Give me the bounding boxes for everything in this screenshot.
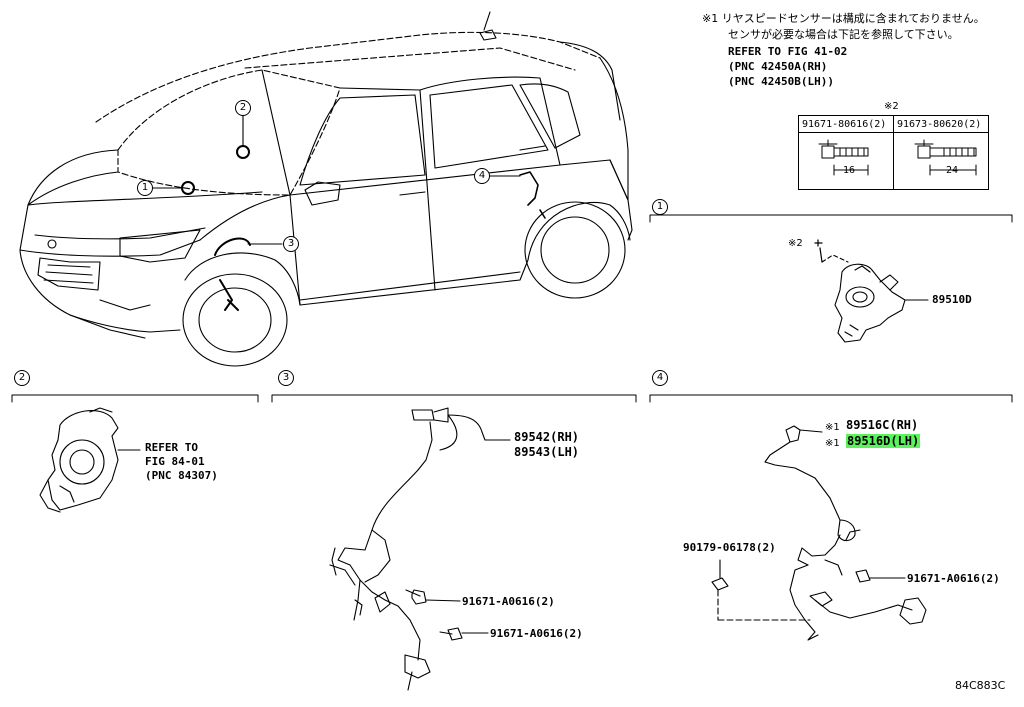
car-illustration — [19, 11, 633, 367]
note-line-5: (PNC 42450B(LH)) — [728, 75, 834, 88]
section-2-ref-3[interactable]: (PNC 84307) — [145, 469, 218, 482]
note-line-4: (PNC 42450A(RH) — [728, 60, 828, 73]
bolt-91671-a0616-lower[interactable]: 91671-A0616(2) — [490, 627, 583, 640]
section-dividers — [11, 214, 1013, 403]
part-89510D[interactable]: 89510D — [932, 293, 972, 306]
section-4-marker: 4 — [652, 370, 668, 386]
callout-2[interactable]: 2 — [235, 100, 251, 116]
front-speed-sensor-drawing — [329, 407, 511, 691]
figure-id: 84C883C — [955, 679, 1006, 692]
section-4-mark-rh: ※1 — [825, 422, 840, 433]
note-line-3: REFER TO FIG 41-02 — [728, 45, 848, 58]
section-4-mark-lh: ※1 — [825, 438, 840, 449]
yaw-rate-sensor-drawing — [814, 239, 929, 343]
section-1-marker: 1 — [652, 199, 668, 215]
bolt-table-header-2: 91673-80620(2) — [893, 115, 989, 133]
part-89516D-lh[interactable]: 89516D(LH) — [846, 434, 921, 448]
part-89543-lh[interactable]: 89543(LH) — [514, 445, 580, 459]
part-89516D-highlight[interactable]: 89516D(LH) — [846, 434, 921, 448]
section-2-marker: 2 — [14, 370, 30, 386]
section-3-marker: 3 — [278, 370, 294, 386]
rear-speed-sensor-drawing — [711, 425, 927, 641]
bolt-91671-a0616-rear[interactable]: 91671-A0616(2) — [907, 572, 1000, 585]
callout-4[interactable]: 4 — [474, 168, 490, 184]
note-line-1: ※1 リヤスピードセンサーは構成に含まれておりません。 — [702, 12, 985, 25]
callout-3[interactable]: 3 — [283, 236, 299, 252]
bolt-table: 91671-80616(2) 91673-80620(2) — [798, 115, 989, 190]
section-2-ref-1[interactable]: REFER TO — [145, 441, 198, 454]
part-89542-rh[interactable]: 89542(RH) — [514, 430, 580, 444]
bolt-table-mark: ※2 — [884, 101, 899, 112]
bolt-table-cell-2 — [893, 132, 989, 190]
spiral-cable-drawing — [39, 407, 141, 513]
callout-1[interactable]: 1 — [137, 180, 153, 196]
bolt-dim-1: 16 — [843, 165, 856, 176]
bolt-table-cell-1 — [798, 132, 894, 190]
note-line-2: センサが必要な場合は下記を参照して下さい。 — [728, 28, 959, 41]
bolt-table-header-1: 91671-80616(2) — [798, 115, 894, 133]
section-1-bolt-mark: ※2 — [788, 238, 803, 249]
bolt-91671-a0616-upper[interactable]: 91671-A0616(2) — [462, 595, 555, 608]
clip-90179-06178[interactable]: 90179-06178(2) — [683, 541, 776, 554]
part-89516C-rh[interactable]: 89516C(RH) — [846, 418, 919, 432]
section-2-ref-2[interactable]: FIG 84-01 — [145, 455, 205, 468]
bolt-dim-2: 24 — [946, 165, 959, 176]
